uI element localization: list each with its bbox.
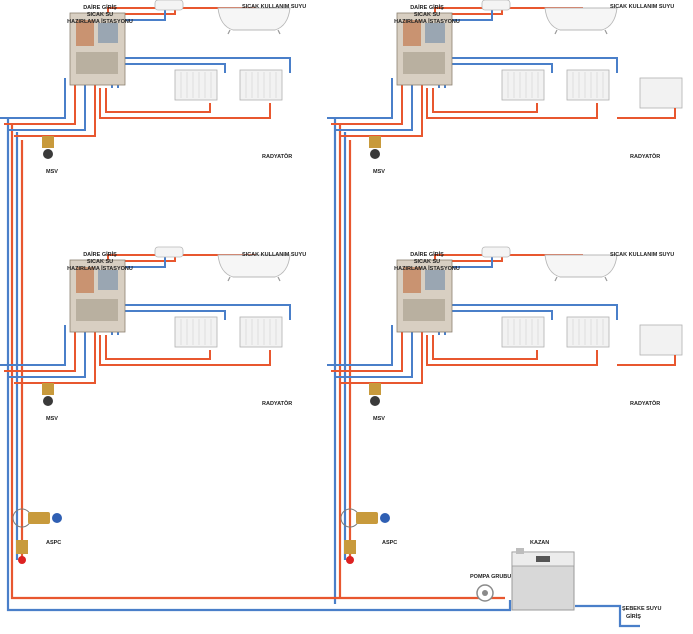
hot-water-label: SICAK KULLANIM SUYU [610,252,674,258]
radiator-label: RADYATÖR [630,400,660,407]
station-label-line1: DAİRE GİRİŞ [410,4,444,11]
hot-water-label: SICAK KULLANIM SUYU [242,252,306,258]
station-label-line1: DAİRE GİRİŞ [83,251,117,258]
msv-label: MSV [373,416,385,422]
station-label-line3: HAZIRLAMA İSTASYONU [67,265,133,272]
aspc-label: ASPC [46,540,61,546]
hot-water-label: SICAK KULLANIM SUYU [242,4,306,10]
aspc-valve-left [12,508,62,564]
radiator-label: RADYATÖR [262,153,292,160]
right-extra-radiators [617,77,683,366]
apartment-unit-top-right [326,0,618,160]
aspc-valve-right [340,508,390,564]
apartment-unit-top-left [0,0,291,160]
msv-label: MSV [46,416,58,422]
station-label-line3: HAZIRLAMA İSTASYONU [394,18,460,25]
labels: DAİRE GİRİŞ SICAK SU HAZIRLAMA İSTASYONU… [46,4,674,620]
station-label-line2: SICAK SU [87,12,113,18]
station-label-line3: HAZIRLAMA İSTASYONU [67,18,133,25]
city-water-label-line2: GİRİŞ [626,613,641,620]
station-label-line1: DAİRE GİRİŞ [83,4,117,11]
pump-icon [476,584,494,602]
city-water-label-line1: ŞEBEKE SUYU [622,606,661,612]
apartment-unit-bottom-left [0,246,291,407]
msv-label: MSV [46,169,58,175]
hot-water-label: SICAK KULLANIM SUYU [610,4,674,10]
boiler-distribution-pipes [6,590,640,628]
aspc-label: ASPC [382,540,397,546]
station-label-line2: SICAK SU [414,12,440,18]
pump-label: POMPA GRUBU [470,574,511,580]
apartment-unit-bottom-right [326,246,618,407]
left-riser-pipes [6,118,24,600]
radiator-label: RADYATÖR [262,400,292,407]
msv-label: MSV [373,169,385,175]
station-label-line2: SICAK SU [414,259,440,265]
boiler-label: KAZAN [530,540,549,546]
station-label-line2: SICAK SU [87,259,113,265]
boiler-icon [511,548,575,611]
station-label-line3: HAZIRLAMA İSTASYONU [394,265,460,272]
right-riser-pipes [333,118,352,600]
station-label-line1: DAİRE GİRİŞ [410,251,444,258]
radiator-label: RADYATÖR [630,153,660,160]
